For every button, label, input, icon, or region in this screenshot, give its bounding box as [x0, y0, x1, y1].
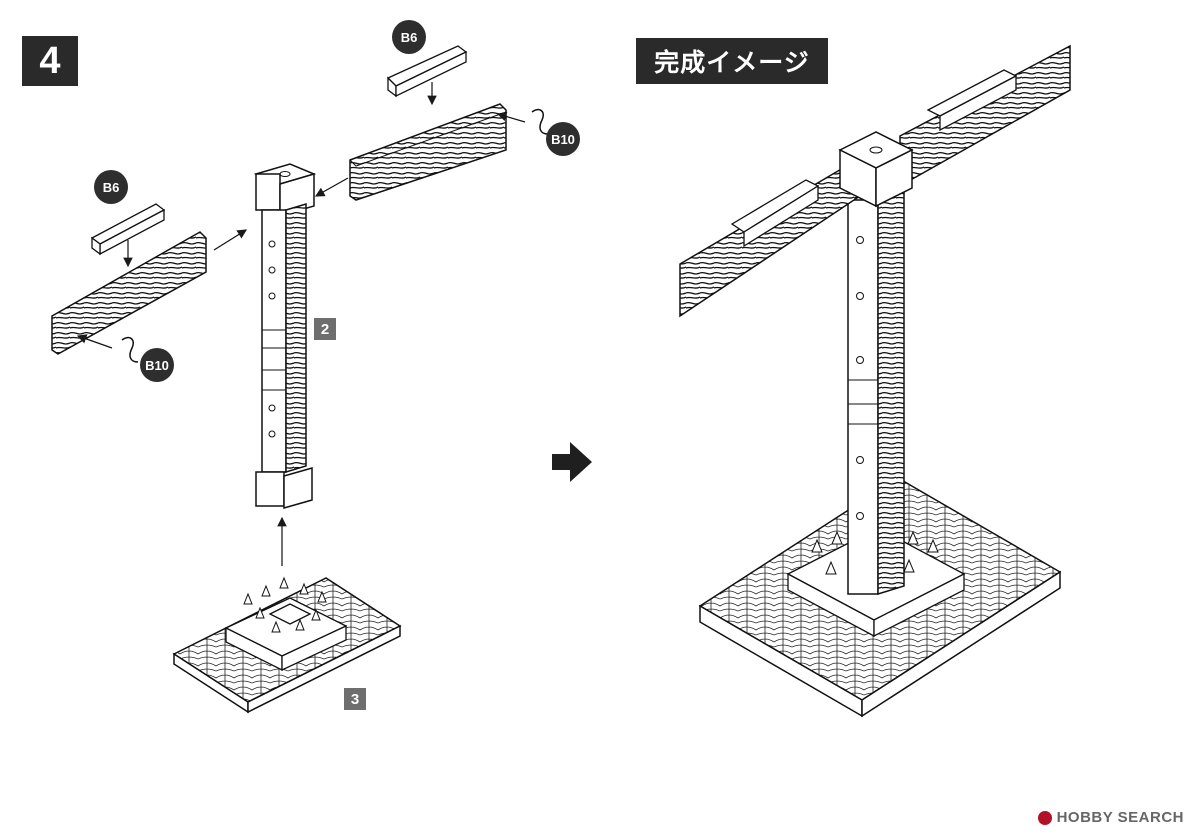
b6-cap-left: [90, 203, 166, 256]
part-label-b6-left: B6: [94, 170, 128, 204]
part-label-b10-left: B10: [140, 348, 174, 382]
left-beam-part: [51, 231, 207, 355]
step-number-badge: 4: [22, 36, 78, 86]
watermark-text: HOBBY SEARCH: [1056, 809, 1184, 826]
pillar-part: [253, 163, 317, 509]
completed-pillar-cap: [838, 131, 914, 208]
b6-cap-top: [386, 45, 468, 98]
completed-pillar: [847, 188, 905, 596]
completed-beam-left: [679, 156, 861, 318]
sub-step-label-base: 3: [344, 688, 366, 710]
arrow-right-icon: [552, 442, 592, 482]
completed-image-title: 完成イメージ: [636, 38, 828, 84]
completed-beam-right: [899, 44, 1071, 188]
part-label-b10-right: B10: [546, 122, 580, 156]
b10-hook-right: [531, 108, 549, 135]
sub-step-label-pillar: 2: [314, 318, 336, 340]
b10-hook-left: [121, 336, 139, 363]
part-label-b6-top: B6: [392, 20, 426, 54]
base-part: [172, 576, 402, 714]
watermark: HOBBY SEARCH: [1037, 809, 1184, 826]
hobby-search-logo-icon: [1037, 810, 1052, 825]
right-beam-part: [349, 103, 507, 201]
